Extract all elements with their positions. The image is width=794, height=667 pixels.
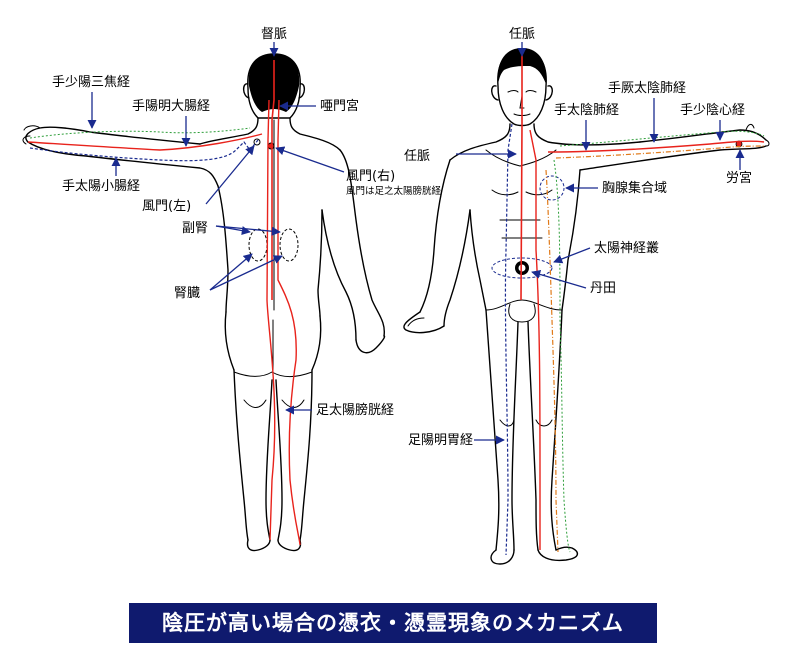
- front-view-figure: [403, 48, 770, 565]
- label-fengmen-note: 風門は足之太陽膀胱経: [346, 185, 442, 197]
- label-shou-shaoyang: 手少陽三焦経: [52, 75, 130, 90]
- label-shou-shaoyin: 手少陰心経: [680, 103, 745, 118]
- thymus-zone: [539, 175, 565, 201]
- back-view-figure: [22, 53, 386, 552]
- front-meridians: [504, 52, 765, 556]
- label-dantian: 丹田: [590, 281, 616, 296]
- label-shou-taiyang-xiao: 手太陽小腸経: [62, 179, 140, 194]
- label-shou-taiyin: 手太陰肺経: [554, 103, 619, 118]
- label-shen-zang: 腎臓: [174, 286, 200, 301]
- front-labels: 任脈 手厥太陰肺経 手太陰肺経 手少陰心経 任脈 労宮 胸腺集合域 太陽神経叢 …: [404, 27, 752, 448]
- label-taiyang-shenjing: 太陽神経叢: [594, 241, 659, 256]
- label-fu-shen: 副腎: [182, 221, 208, 236]
- back-labels: 督脈 手少陽三焦経 手陽明大腸経 唖門宮 手太陽小腸経 風門(右) 風門は足之太…: [52, 27, 442, 418]
- caption-banner: 陰圧が高い場合の憑衣・憑霊現象のメカニズム: [129, 603, 657, 643]
- fengmen-right-point: [267, 142, 275, 150]
- label-yamen: 唖門宮: [320, 98, 359, 114]
- label-xiongxian: 胸腺集合域: [602, 180, 667, 196]
- label-shou-yangming: 手陽明大腸経: [132, 99, 210, 114]
- label-zu-taiyang: 足太陽膀胱経: [316, 402, 394, 418]
- left-kidney: [248, 228, 268, 262]
- label-laogong: 労宮: [726, 170, 752, 186]
- label-ren-mai-top: 任脈: [509, 27, 535, 42]
- label-fengmen-left: 風門(左): [142, 199, 191, 214]
- label-shou-jueyin: 手厥太陰肺経: [608, 81, 686, 96]
- label-du-mai: 督脈: [261, 27, 287, 42]
- label-ren-mai-side: 任脈: [404, 149, 430, 164]
- right-kidney: [279, 228, 299, 262]
- label-fengmen-right: 風門(右): [346, 169, 395, 184]
- back-meridians: [27, 60, 301, 546]
- label-zu-yangming: 足陽明胃経: [408, 433, 473, 448]
